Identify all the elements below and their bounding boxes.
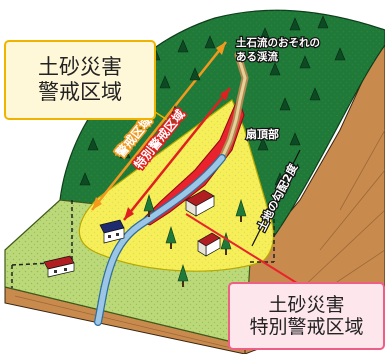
fan-apex-label: 扇頂部 — [246, 127, 279, 141]
slope-2deg-line — [251, 149, 301, 247]
caution-zone-callout: 土砂災害 警戒区域 — [4, 40, 156, 120]
special-zone-leader — [185, 213, 301, 286]
special-zone-arrow — [123, 87, 231, 221]
house-2 — [185, 189, 215, 217]
caution-zone-arrow — [91, 41, 227, 211]
caution-zone-title-line1: 土砂災害 — [38, 55, 122, 80]
house-3 — [197, 232, 221, 257]
special-zone-title-line1: 土砂災害 — [268, 293, 345, 316]
special-zone-title-line2: 特別警戒区域 — [249, 316, 364, 338]
debris-flow-stream-label-line1: 土石流のおそれの — [236, 36, 320, 49]
special-caution-zone-area — [139, 96, 245, 226]
house-1 — [99, 219, 125, 244]
caution-zone-title-line2: 警戒区域 — [38, 80, 122, 104]
special-caution-zone-callout: 土砂災害 特別警戒区域 — [228, 282, 385, 350]
lowland-trees — [143, 193, 247, 287]
debris-flow-stream-label-line2: ある渓流 — [236, 50, 278, 63]
house-4 — [43, 255, 75, 278]
